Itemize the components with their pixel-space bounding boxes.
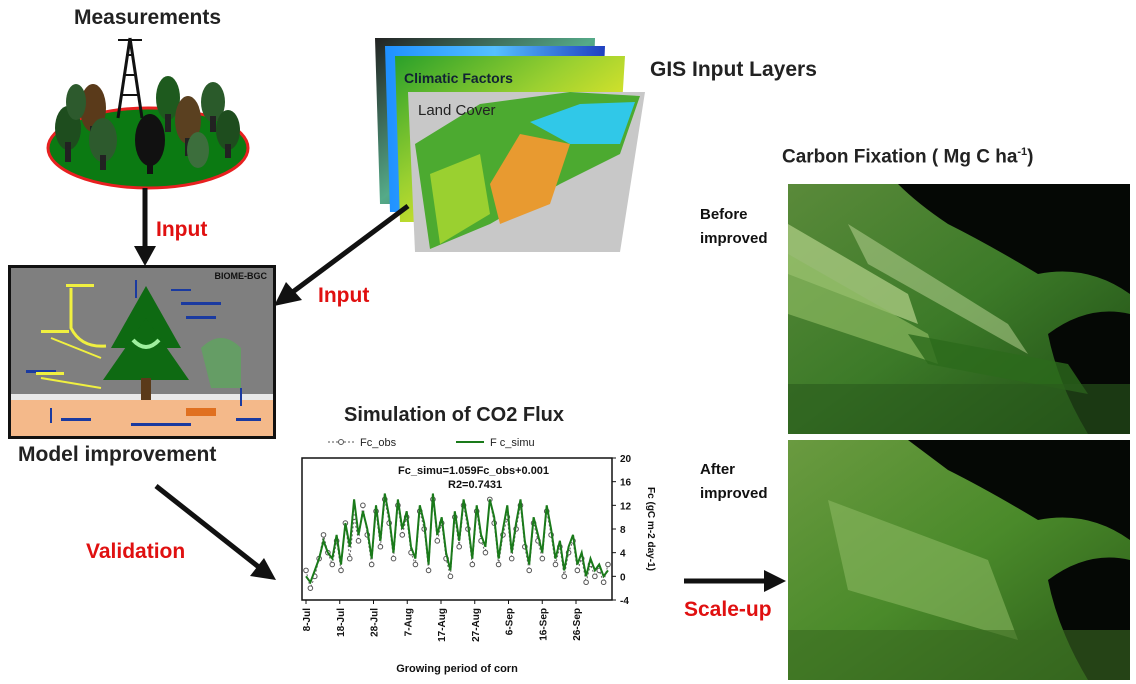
land-cover-label: Land Cover [418, 102, 496, 119]
series-obs-point [329, 561, 336, 568]
x-tick-label: 27-Aug [471, 608, 482, 642]
series-obs-point [338, 567, 344, 574]
series-obs-point [303, 567, 309, 574]
series-obs-point [526, 567, 533, 574]
series-obs-point [539, 555, 546, 562]
x-tick-label: 18-Jul [336, 608, 347, 637]
series-obs-point [482, 549, 489, 556]
series-obs-point [355, 538, 362, 544]
before-improved-label: Before improved [700, 203, 768, 251]
measurements-title: Measurements [74, 6, 222, 29]
regression-equation: Fc_simu=1.059Fc_obs+0.001 [398, 465, 549, 477]
series-obs-point [425, 567, 432, 574]
series-obs-point [605, 561, 611, 568]
series-obs-point [469, 561, 476, 568]
arrow-scaleup-icon [684, 570, 786, 592]
series-obs-point [320, 532, 327, 538]
chart-title: Simulation of CO2 Flux [344, 404, 565, 426]
x-tick-label: 7-Aug [403, 608, 414, 636]
scale-up-label: Scale-up [684, 598, 772, 621]
y-tick-label: 12 [620, 501, 632, 512]
series-obs-point [360, 502, 366, 509]
series-obs-point [552, 561, 559, 568]
y-tick-label: 0 [620, 572, 626, 583]
r2-value: R2=0.7431 [448, 479, 502, 491]
x-tick-label: 16-Sep [538, 608, 549, 641]
model-diagram-box: BIOME-BGC [8, 265, 276, 439]
after-improved-label: After improved [700, 458, 768, 506]
model-schematic [11, 280, 273, 436]
validation-label: Validation [86, 540, 186, 563]
series-obs-point [600, 579, 607, 586]
series-obs-point [368, 561, 375, 568]
series-obs-point [399, 532, 406, 538]
x-tick-label: 28-Jul [370, 608, 381, 637]
climatic-factors-label: Climatic Factors [404, 70, 513, 86]
legend-obs-marker [338, 439, 344, 445]
input-label-1: Input [156, 218, 208, 241]
arrow-diagonal-icon [274, 203, 410, 306]
series-obs-point [447, 573, 454, 580]
series-obs-point [495, 561, 502, 568]
carbon-fixation-text: Carbon Fixation ( Mg C ha [782, 146, 1018, 168]
series-obs-point [574, 567, 581, 574]
before-label-line1: Before [700, 206, 748, 223]
series-obs-point [592, 573, 598, 580]
model-name-label: BIOME-BGC [214, 271, 268, 281]
map-before [788, 184, 1130, 434]
y-tick-label: 16 [620, 478, 632, 489]
before-label-line2: improved [700, 230, 768, 247]
model-improvement-title: Model improvement [18, 443, 217, 466]
series-obs-point [346, 555, 353, 562]
x-tick-label: 17-Aug [437, 608, 448, 642]
y-tick-label: 4 [620, 549, 626, 560]
carbon-fixation-sup: -1 [1017, 146, 1028, 158]
x-tick-label: 8-Jul [302, 608, 313, 632]
series-obs-point [390, 555, 397, 562]
y-tick-label: 20 [620, 454, 632, 465]
series-obs-point [377, 543, 384, 550]
arrow-validation-icon [154, 484, 276, 580]
x-axis-label: Growing period of corn [396, 663, 518, 675]
series-obs-point [508, 555, 515, 562]
x-tick-label: 26-Sep [572, 608, 583, 641]
arrow-down-icon [134, 188, 156, 266]
map-after [788, 440, 1130, 680]
y-axis-label: Fc (gC m-2 day-1) [645, 487, 656, 571]
co2-flux-chart: Fc_obs F c_simuFc_simu=1.059Fc_obs+0.001R… [301, 437, 656, 675]
series-obs-point [456, 543, 462, 550]
after-label-line2: improved [700, 485, 768, 502]
series-simu-line [305, 493, 609, 585]
forest-tower-icon [46, 37, 250, 190]
series-obs-point [434, 538, 441, 544]
carbon-fixation-title: Carbon Fixation ( Mg C ha-1) [782, 146, 1034, 168]
input-label-2: Input [318, 284, 370, 307]
legend-simu-label: F c_simu [490, 437, 535, 449]
after-label-line1: After [700, 461, 736, 478]
gis-title: GIS Input Layers [650, 58, 817, 81]
gis-layers-stack [375, 38, 645, 252]
carbon-fixation-suffix: ) [1027, 146, 1034, 168]
series-obs-point [307, 585, 314, 591]
y-tick-label: 8 [620, 525, 626, 536]
series-obs-point [561, 573, 568, 580]
series-obs-point [412, 561, 419, 568]
x-tick-label: 6-Sep [505, 608, 516, 635]
legend-obs-label: Fc_obs [360, 437, 397, 449]
series-obs-point [583, 579, 589, 586]
y-tick-label: -4 [620, 596, 629, 607]
